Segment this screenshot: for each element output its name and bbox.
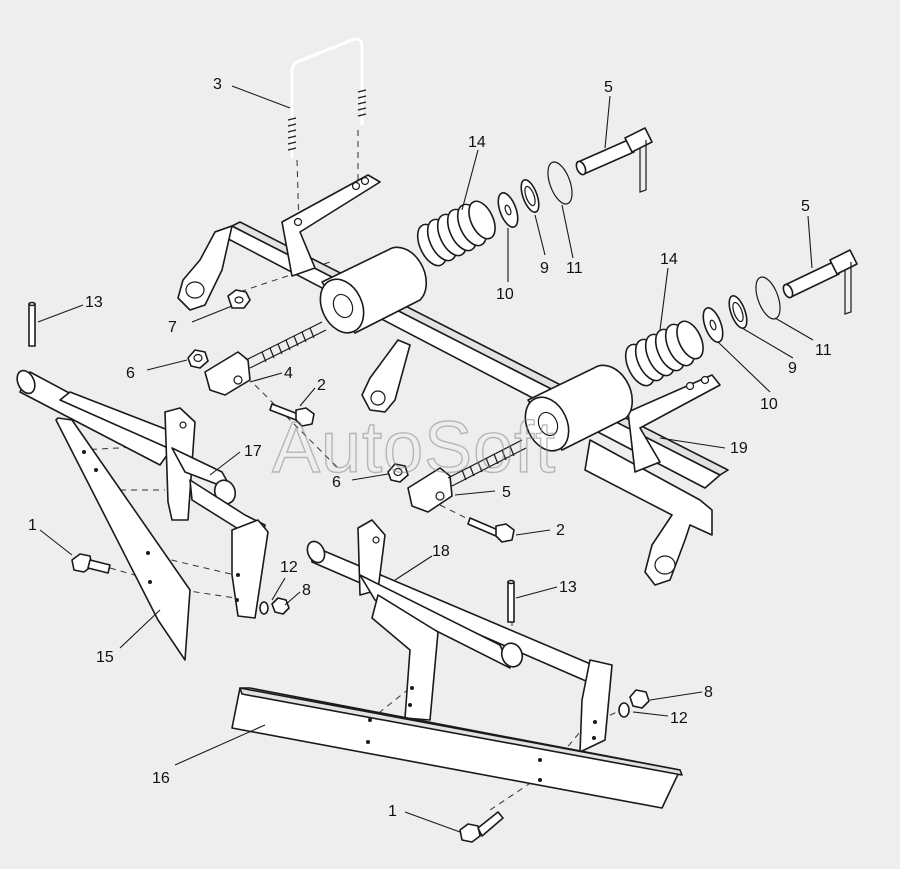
left-tine-frame — [16, 369, 269, 661]
callout-13-left: 13 — [85, 294, 103, 311]
clevis-lower — [407, 439, 527, 513]
callout-11-right: 11 — [815, 342, 832, 359]
callout-17: 17 — [244, 443, 262, 460]
callout-8-left: 8 — [302, 582, 311, 599]
callout-2-upper: 2 — [317, 377, 326, 394]
callout-15: 15 — [96, 649, 114, 666]
nut-6a — [187, 349, 209, 369]
u-bolt — [287, 37, 367, 158]
nut-6b — [387, 463, 409, 483]
upper-bracket — [281, 174, 381, 277]
washer-set-left — [497, 161, 573, 228]
callout-10-upper: 10 — [496, 286, 514, 303]
bolt-2a — [269, 403, 315, 427]
callout-6-lower: 6 — [332, 474, 341, 491]
callout-14-right: 14 — [660, 251, 678, 268]
callout-7: 7 — [168, 319, 177, 336]
callout-1-bottom: 1 — [388, 803, 397, 820]
callout-16: 16 — [152, 770, 170, 787]
leader-lines — [37, 85, 814, 833]
callout-19: 19 — [730, 440, 748, 457]
spring-right — [624, 320, 704, 387]
callout-12-left: 12 — [280, 559, 298, 576]
callout-5-lower: 5 — [502, 484, 511, 501]
callout-9-upper: 9 — [540, 260, 549, 277]
watermark-text: AutoSoft — [272, 408, 556, 488]
nut-8b — [618, 689, 650, 718]
nut-8a — [259, 597, 290, 615]
bolt-2b — [467, 517, 515, 543]
washer-set-right — [702, 276, 781, 343]
callout-10-right: 10 — [760, 396, 778, 413]
callout-13-right: 13 — [559, 579, 577, 596]
bolt-1a — [71, 553, 111, 574]
callout-3: 3 — [213, 76, 222, 93]
callout-9-right: 9 — [788, 360, 797, 377]
callout-14-upper: 14 — [468, 134, 486, 151]
nut-7 — [227, 289, 251, 309]
clevis-upper — [204, 321, 327, 396]
hub-left — [319, 246, 428, 334]
callout-11-upper: 11 — [566, 260, 583, 277]
pin-13b — [507, 579, 515, 623]
callout-labels: 3 5 5 14 14 10 9 11 10 9 11 7 6 4 2 13 1… — [28, 76, 832, 820]
pin-lower — [782, 249, 858, 315]
callout-5-upper: 5 — [604, 79, 613, 96]
callout-2-lower: 2 — [556, 522, 565, 539]
right-tine-frame — [306, 519, 613, 753]
callout-18: 18 — [432, 543, 450, 560]
callout-12-right: 12 — [670, 710, 688, 727]
spring-left — [416, 200, 496, 267]
callout-8-right: 8 — [704, 684, 713, 701]
callout-1-left: 1 — [28, 517, 37, 534]
hub-right — [524, 364, 634, 452]
pin-13a — [28, 301, 36, 347]
long-blade — [231, 687, 683, 809]
bolt-1b — [459, 811, 504, 843]
callout-6-upper: 6 — [126, 365, 135, 382]
callout-5-right: 5 — [801, 198, 810, 215]
pin-upper — [575, 127, 653, 193]
callout-4: 4 — [284, 365, 293, 382]
